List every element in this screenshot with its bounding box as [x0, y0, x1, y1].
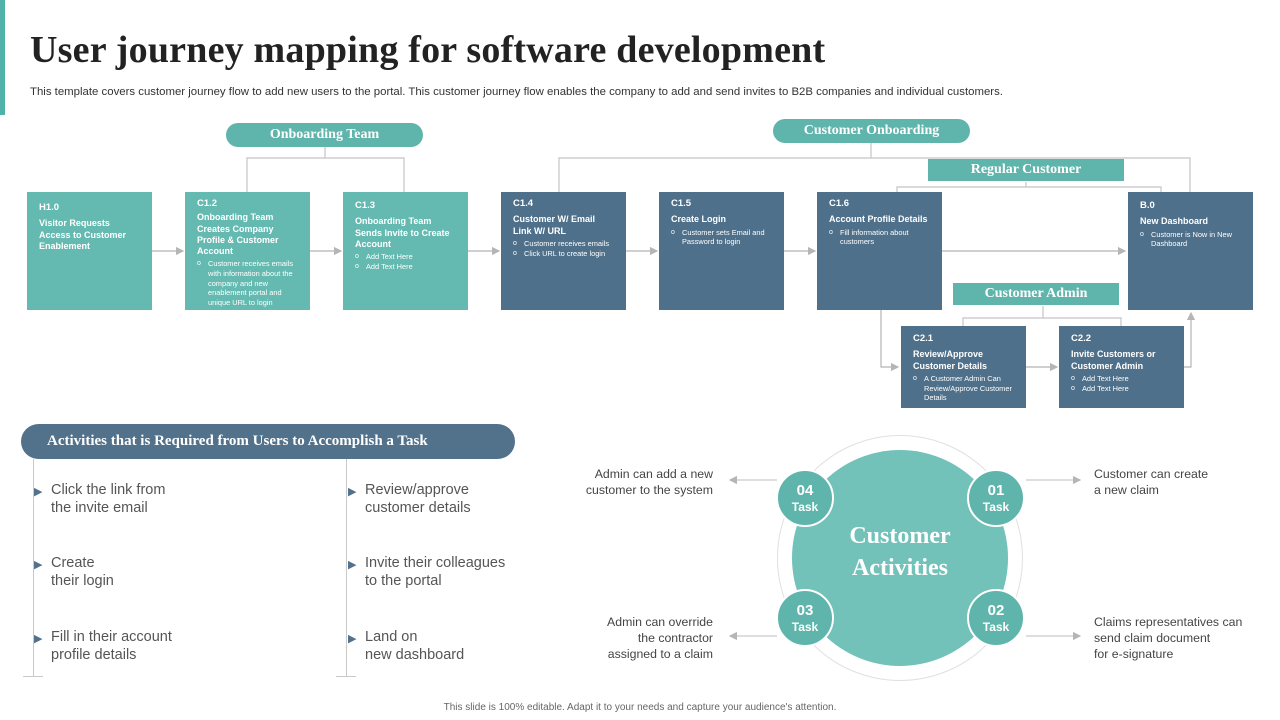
step-box-c14: C1.4 Customer W/ Email Link W/ URL Custo…: [501, 192, 626, 310]
step-box-b0: B.0 New Dashboard Customer is Now in New…: [1128, 192, 1253, 310]
step-box-h10: H1.0 Visitor Requests Access to Customer…: [27, 192, 152, 310]
customer-onboarding-bracket: [558, 143, 1191, 192]
step-bullet: A Customer Admin Can Review/Approve Cust…: [913, 374, 1016, 403]
step-code: C1.4: [513, 198, 534, 209]
step-heading: New Dashboard: [1140, 216, 1209, 227]
triangle-bullet-icon: ▶: [34, 633, 43, 645]
activities-banner: Activities that is Required from Users t…: [21, 424, 515, 459]
cycle-outer-ring: [777, 435, 1023, 681]
step-box-c15: C1.5 Create Login Customer sets Email an…: [659, 192, 784, 310]
triangle-bullet-icon: ▶: [34, 559, 43, 571]
activities-divider-mid: [346, 459, 347, 676]
step-heading: Account Profile Details: [829, 214, 928, 225]
step-bullet: Customer receives emails with informatio…: [197, 259, 300, 307]
step-heading: Create Login: [671, 214, 727, 225]
step-box-c21: C2.1 Review/Approve Customer Details A C…: [901, 326, 1026, 408]
step-bullet: Add Text Here: [1071, 384, 1174, 394]
step-bullet: Customer receives emails: [513, 239, 616, 249]
step-box-c13: C1.3 Onboarding Team Sends Invite to Cre…: [343, 192, 468, 310]
step-code: H1.0: [39, 202, 60, 213]
step-bullet: Customer sets Email and Password to logi…: [671, 228, 774, 247]
step-heading: Customer W/ Email Link W/ URL: [513, 214, 596, 236]
activities-base-mid: [336, 676, 356, 677]
page-title: User journey mapping for software develo…: [30, 29, 826, 71]
arrow-c22-b0: [1184, 311, 1196, 368]
step-code: C1.6: [829, 198, 850, 209]
step-heading: Visitor Requests Access to Customer Enab…: [39, 218, 127, 251]
step-bullet: Click URL to create login: [513, 249, 616, 259]
onboarding-team-bracket: [246, 147, 405, 192]
activities-divider-left: [33, 459, 34, 676]
step-code: B.0: [1140, 200, 1155, 211]
step-bullet: Fill information about customers: [829, 228, 932, 247]
step-code: C1.2: [197, 198, 218, 209]
step-bullet: Add Text Here: [355, 252, 458, 262]
triangle-bullet-icon: ▶: [348, 559, 357, 571]
footer-note: This slide is 100% editable. Adapt it to…: [443, 702, 837, 713]
step-code: C2.1: [913, 333, 934, 344]
triangle-bullet-icon: ▶: [348, 633, 357, 645]
step-code: C2.2: [1071, 333, 1092, 344]
customer-onboarding-pill: Customer Onboarding: [773, 119, 970, 143]
customer-admin-bracket: [962, 306, 1122, 326]
step-code: C1.3: [355, 200, 376, 211]
regular-customer-bracket: [896, 182, 1162, 192]
customer-admin-tag: Customer Admin: [953, 283, 1119, 305]
activities-base-left: [23, 676, 43, 677]
step-box-c12: C1.2 Onboarding Team Creates Company Pro…: [185, 192, 310, 310]
triangle-bullet-icon: ▶: [348, 486, 357, 498]
regular-customer-tag: Regular Customer: [928, 159, 1124, 181]
step-bullet: Add Text Here: [1071, 374, 1174, 384]
step-code: C1.5: [671, 198, 692, 209]
step-heading: Onboarding Team Creates Company Profile …: [197, 212, 279, 257]
step-bullet: Customer is Now in New Dashboard: [1140, 230, 1243, 249]
triangle-bullet-icon: ▶: [34, 486, 43, 498]
accent-bar: [0, 0, 5, 115]
page-subtitle: This template covers customer journey fl…: [30, 86, 1003, 98]
step-box-c16: C1.6 Account Profile Details Fill inform…: [817, 192, 942, 310]
step-box-c22: C2.2 Invite Customers or Customer Admin …: [1059, 326, 1184, 408]
step-bullet: Add Text Here: [355, 262, 458, 272]
step-heading: Invite Customers or Customer Admin: [1071, 349, 1156, 371]
arrow-c16-c21: [880, 310, 900, 372]
step-heading: Onboarding Team Sends Invite to Create A…: [355, 216, 450, 249]
onboarding-team-pill: Onboarding Team: [226, 123, 423, 147]
step-heading: Review/Approve Customer Details: [913, 349, 988, 371]
